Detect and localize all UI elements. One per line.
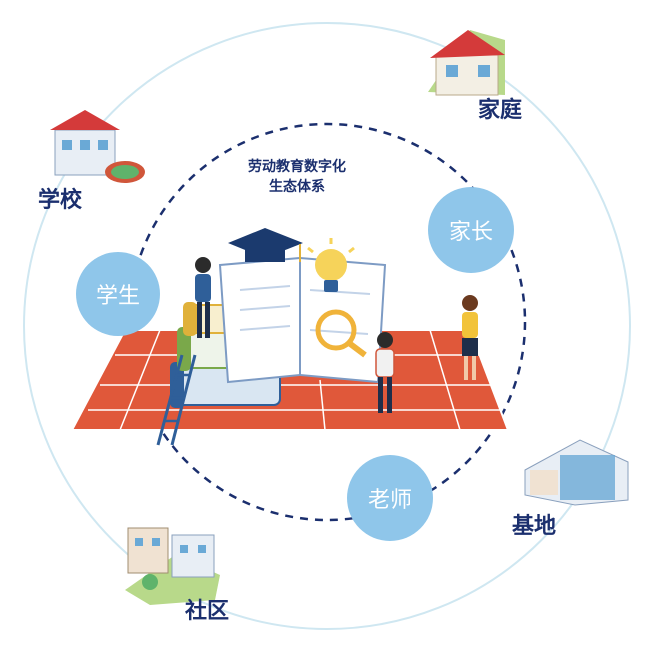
student-figure xyxy=(195,257,211,338)
role-bubble-teacher: 老师 xyxy=(347,455,433,541)
ecosystem-title-line2: 生态体系 xyxy=(269,179,325,195)
outer-ring xyxy=(23,22,631,630)
parent-figure xyxy=(462,295,478,380)
base-building-icon xyxy=(524,439,629,506)
place-label-school: 学校 xyxy=(38,188,83,213)
role-label-student: 学生 xyxy=(95,284,140,309)
role-label-parent: 家长 xyxy=(448,220,493,245)
place-label-family: 家庭 xyxy=(478,98,523,123)
place-label-base: 基地 xyxy=(512,514,557,539)
light-bulb-icon xyxy=(307,238,355,292)
ladder-illustration xyxy=(156,354,197,446)
role-bubble-student: 学生 xyxy=(76,252,160,336)
school-building-icon xyxy=(50,110,145,183)
community-buildings-icon xyxy=(125,527,220,605)
family-house-icon xyxy=(428,30,505,96)
magnifying-glass-icon xyxy=(315,309,367,358)
role-bubble-parent: 家长 xyxy=(428,187,514,273)
place-label-community: 社区 xyxy=(185,599,230,624)
open-book-illustration xyxy=(218,256,387,384)
ecosystem-title-line1: 劳动教育数字化 xyxy=(248,159,346,175)
teacher-figure xyxy=(375,332,395,413)
graduation-cap-icon xyxy=(228,228,303,262)
role-label-teacher: 老师 xyxy=(367,488,412,513)
